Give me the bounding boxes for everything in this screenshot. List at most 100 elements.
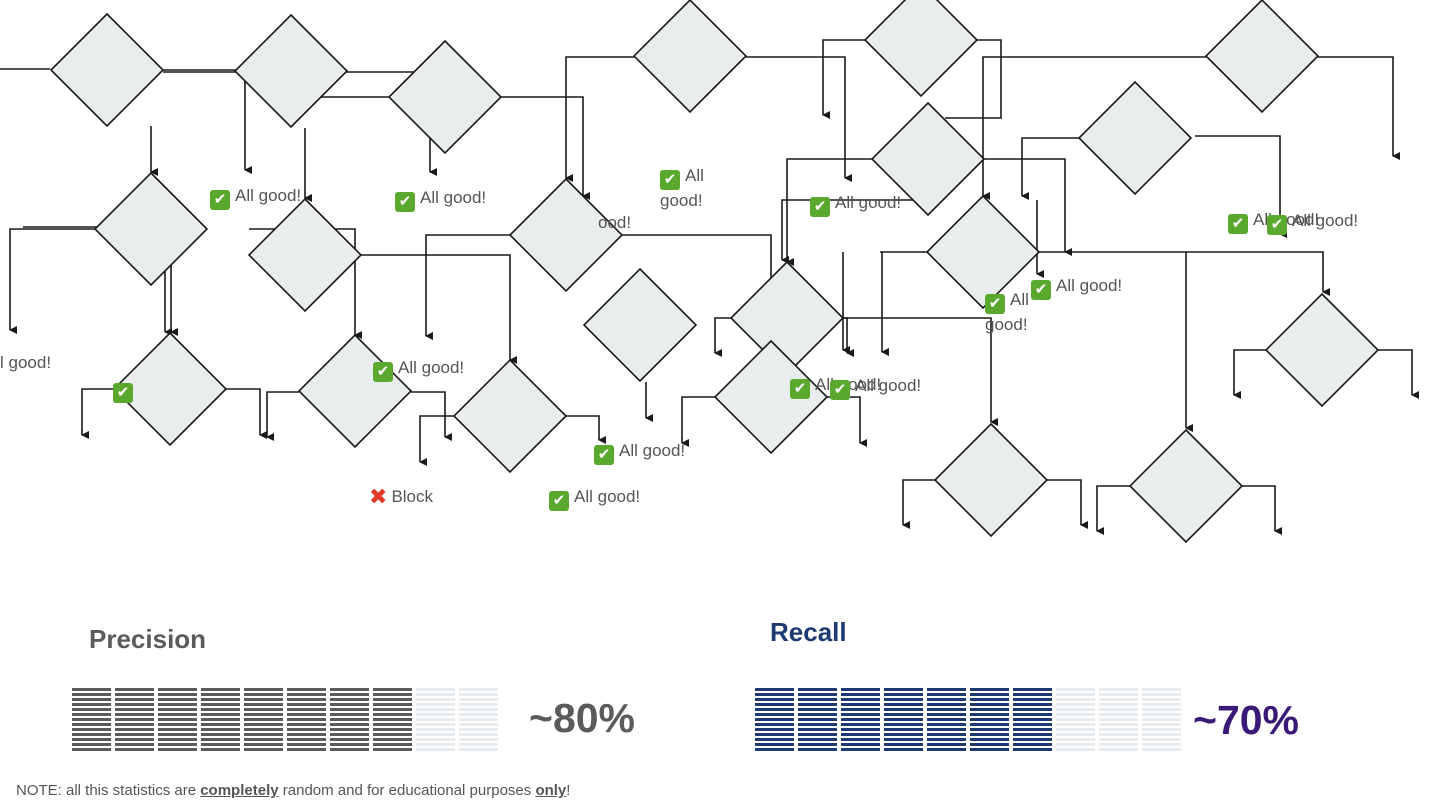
- check-mark-icon: ✔: [594, 445, 614, 465]
- flow-arrow: [163, 69, 252, 174]
- decision-diamond: [870, 101, 986, 217]
- decision-diamond: [1204, 0, 1320, 114]
- note-prefix: NOTE: all this statistics are: [16, 782, 197, 799]
- flow-arrow: [1318, 56, 1400, 160]
- bar-segment-empty: [459, 688, 498, 753]
- flow-arrow: [226, 388, 267, 439]
- check-mark-icon: ✔: [830, 380, 850, 400]
- note-middle: random and for educational purposes: [282, 782, 532, 799]
- check-mark-icon: ✔: [985, 294, 1005, 314]
- bar-segment-filled: [115, 688, 154, 753]
- decision-diamond: [93, 171, 209, 287]
- ok-label-text: All good!: [1292, 211, 1359, 230]
- flow-arrow: [746, 56, 852, 182]
- flow-arrow: [361, 254, 517, 364]
- bar-segment-filled: [158, 688, 197, 753]
- ok-label-fragment: ood!: [598, 212, 631, 234]
- decision-diamond: [582, 267, 698, 383]
- bar-segment-filled: [201, 688, 240, 753]
- block-label: ✖Block: [369, 486, 433, 508]
- ok-label-text: All: [1010, 290, 1029, 309]
- check-mark-icon: ✔: [1228, 214, 1248, 234]
- flow-arrow: [1021, 137, 1079, 200]
- decision-diamond: [247, 197, 363, 313]
- decision-diamond: [508, 177, 624, 293]
- bar-segment-filled: [798, 688, 837, 753]
- precision-title: Precision: [89, 624, 207, 654]
- check-mark-icon: ✔: [549, 491, 569, 511]
- flow-arrow: [266, 391, 299, 441]
- note-suffix: !: [566, 782, 571, 799]
- ok-label-text: All: [685, 166, 704, 185]
- check-mark-icon: ✔: [210, 190, 230, 210]
- all-good-label: ✔ All good!: [810, 192, 901, 217]
- flow-arrow: [786, 158, 872, 266]
- ok-label-text: All good!: [235, 186, 302, 205]
- bar-segment-filled: [884, 688, 923, 753]
- flow-arrow: [822, 39, 880, 119]
- note-emphasis-completely: completely: [200, 782, 279, 799]
- flow-arrow: [982, 56, 1206, 200]
- flow-arrow: [622, 234, 778, 284]
- ok-label-text: All good!: [398, 358, 465, 377]
- ok-label-text: All good!: [619, 441, 686, 460]
- decision-diamond: [933, 422, 1049, 538]
- check-mark-icon: ✔: [660, 170, 680, 190]
- flow-arrow: [902, 479, 935, 529]
- flow-arrow: [1096, 485, 1130, 535]
- flow-arrow: [1233, 349, 1266, 399]
- flow-arrow: [1195, 135, 1287, 238]
- flow-canvas: [0, 0, 1419, 544]
- ok-label-text: good!: [985, 315, 1028, 334]
- flow-arrow: [411, 391, 452, 441]
- decision-diamond: [233, 13, 349, 129]
- flow-arrow: [565, 56, 634, 182]
- check-mark-icon: ✔: [790, 379, 810, 399]
- bar-segment-filled: [373, 688, 412, 753]
- bar-segment-empty: [1056, 688, 1095, 753]
- flow-arrow: [1047, 479, 1088, 529]
- bar-segment-filled: [330, 688, 369, 753]
- recall-title: Recall: [770, 617, 847, 647]
- flow-arrow: [1242, 485, 1282, 535]
- ok-label-text: l good!: [0, 353, 52, 372]
- all-good-label: ✔ All good!: [210, 185, 301, 210]
- flow-arrow: [843, 317, 998, 426]
- block-label-text: Block: [391, 487, 434, 506]
- ok-label-text: All good!: [835, 193, 902, 212]
- check-mark-icon: ✔: [373, 362, 393, 382]
- bar-segment-filled: [1013, 688, 1052, 753]
- cross-mark-icon: ✖: [369, 484, 388, 509]
- flow-arrow: [827, 396, 867, 447]
- check-mark-icon: ✔: [1267, 215, 1287, 235]
- ok-label-text: good!: [660, 191, 703, 210]
- ok-label-text: All good!: [855, 376, 922, 395]
- decision-diamond: [925, 194, 1041, 310]
- check-mark-icon: ✔: [1031, 280, 1051, 300]
- all-good-label: ✔All good!: [395, 187, 486, 212]
- precision-value: ~80%: [529, 695, 636, 741]
- decision-diamond: [387, 39, 503, 155]
- bar-segment-filled: [244, 688, 283, 753]
- flow-arrow: [9, 228, 95, 334]
- ok-label-text: All good!: [574, 487, 641, 506]
- check-mark-icon: ✔: [810, 197, 830, 217]
- flow-arrow: [681, 396, 715, 447]
- bar-segment-filled: [72, 688, 111, 753]
- flow-arrow: [984, 158, 1072, 256]
- bar-segment-empty: [416, 688, 455, 753]
- ok-label-text: All good!: [420, 188, 487, 207]
- all-good-label: ✔ All good!: [373, 357, 464, 382]
- all-good-label: ✔ All good!: [660, 165, 716, 212]
- flow-arrow: [81, 388, 114, 439]
- flow-arrow: [501, 96, 590, 200]
- decision-diamond: [863, 0, 979, 98]
- bar-segment-empty: [1142, 688, 1181, 753]
- bar-segment-filled: [841, 688, 880, 753]
- all-good-label: ✔ All good!: [549, 486, 640, 511]
- ok-label-text: ood!: [598, 213, 632, 232]
- note-emphasis-only: only: [535, 782, 567, 799]
- bar-segment-filled: [755, 688, 794, 753]
- decision-diamond: [713, 339, 829, 455]
- bar-segment-filled: [927, 688, 966, 753]
